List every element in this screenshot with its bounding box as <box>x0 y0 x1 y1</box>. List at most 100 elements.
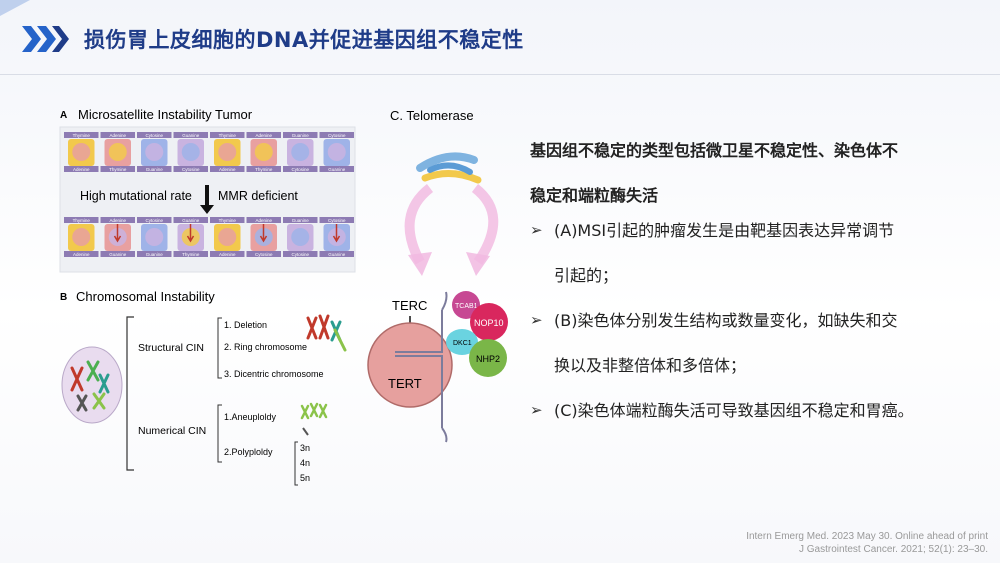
bullet-list: ➢(A)MSI引起的肿瘤发生是由靶基因表达异常调节引起的； ➢ (B)染色体分别发生… <box>530 208 970 433</box>
bullet-arrow-icon: ➢ <box>530 311 543 329</box>
backbone-segment <box>137 217 172 223</box>
nop10-protein <box>470 303 508 341</box>
pair-label: Thymine <box>109 167 127 172</box>
lead-paragraph: 基因组不稳定的类型包括微卫星不稳定性、染色体不 稳定和端粒酶失活 <box>530 128 970 218</box>
dkc1-protein <box>446 329 478 355</box>
bullet-line: (A)MSI引起的肿瘤发生是由靶基因表达异常调节 <box>554 221 895 240</box>
backbone-segment <box>137 251 172 257</box>
mutation-arrow-icon <box>332 224 341 243</box>
backbone-segment <box>210 217 245 223</box>
numerical-cin-label: Numerical CIN <box>138 425 206 437</box>
pair-label: Thymine <box>182 252 200 257</box>
ploidy-5n: 5n <box>300 473 310 483</box>
backbone-segment <box>137 132 172 138</box>
base-label: Guanine <box>182 218 200 223</box>
backbone-segment <box>64 132 99 138</box>
paired-base <box>291 228 310 246</box>
backbone-segment <box>137 166 172 172</box>
backbone-segment <box>100 217 135 223</box>
bullet-line: 换以及非整倍体和多倍体； <box>554 356 747 375</box>
pair-label: Thymine <box>255 167 273 172</box>
paired-base <box>327 143 346 161</box>
ring-chromosome-label: 2. Ring chromosome <box>224 342 307 352</box>
polyploidy-bracket <box>294 441 298 486</box>
base-label: Guanine <box>292 218 310 223</box>
pair-label: Adenine <box>73 167 90 172</box>
backbone-segment <box>319 166 354 172</box>
backbone-segment <box>210 166 245 172</box>
backbone-segment <box>173 166 208 172</box>
left-arrow-head-icon <box>408 252 432 276</box>
chromosome-icon <box>416 152 482 184</box>
backbone-segment <box>283 217 318 223</box>
deletion-label: 1. Deletion <box>224 320 267 330</box>
lead-line-1: 基因组不稳定的类型包括微卫星不稳定性、染色体不 <box>530 141 899 160</box>
citation-line-2: J Gastrointest Cancer. 2021; 52(1): 23–3… <box>799 544 988 555</box>
note-mmr-deficient: MMR deficient <box>218 189 298 203</box>
dna-strand-bottom: ThymineAdenineAdenineGuanineCytosineGuan… <box>64 217 354 257</box>
genome-instability-figure: A Microsatellite Instability Tumor Thymi… <box>59 107 508 486</box>
corner-accent <box>0 0 30 16</box>
paired-base <box>218 143 237 161</box>
backbone-segment <box>100 166 135 172</box>
dicentric-label: 3. Dicentric chromosome <box>224 369 324 379</box>
paired-base <box>145 143 164 161</box>
base-label: Thymine <box>73 218 91 223</box>
paired-base <box>181 143 200 161</box>
base-label: Thymine <box>219 218 237 223</box>
base-label: Thymine <box>219 133 237 138</box>
pair-label: Adenine <box>219 167 236 172</box>
base-label: Cytosine <box>145 133 163 138</box>
cell-nucleus-icon <box>61 346 123 424</box>
pair-label: Cytosine <box>291 167 309 172</box>
paired-base <box>291 143 310 161</box>
rna-loops <box>441 291 448 443</box>
paired-base <box>254 143 273 161</box>
right-arrow-head-icon <box>466 252 490 276</box>
bullet-line: (B)染色体分别发生结构或数量变化，如缺失和交 <box>554 311 898 330</box>
structural-chromosomes-icon <box>306 314 347 352</box>
backbone-segment <box>173 251 208 257</box>
polyploidy-label: 2.Polyploldy <box>224 447 273 457</box>
terc-label: TERC <box>392 298 427 313</box>
backbone-segment <box>210 132 245 138</box>
backbone-segment <box>319 132 354 138</box>
pair-label: Adenine <box>219 252 236 257</box>
base-label: Guanine <box>182 133 200 138</box>
pair-label: Guanine <box>146 252 164 257</box>
pair-label: Adenine <box>73 252 90 257</box>
backbone-segment <box>173 217 208 223</box>
bullet-item: ➢(A)MSI引起的肿瘤发生是由靶基因表达异常调节引起的； <box>530 208 970 298</box>
pair-label: Guanine <box>146 167 164 172</box>
outer-bracket <box>126 316 134 471</box>
dkc1-label: DKC1 <box>453 340 472 347</box>
base-label: Thymine <box>73 133 91 138</box>
mutation-arrow-icon <box>186 224 195 243</box>
bullet-line: 引起的； <box>554 266 619 285</box>
small-chromosome-icon <box>302 427 309 436</box>
backbone-segment <box>64 251 99 257</box>
aneuploidy-label: 1.Aneuploldy <box>224 412 277 422</box>
pair-label: Guanine <box>109 252 127 257</box>
pair-label: Guanine <box>328 252 346 257</box>
numerical-bracket <box>217 404 222 463</box>
ploidy-3n: 3n <box>300 443 310 453</box>
pair-label: Cytosine <box>182 167 200 172</box>
lead-line-2: 稳定和端粒酶失活 <box>530 186 659 205</box>
tcab1-label: TCAB1 <box>455 303 478 310</box>
backbone-segment <box>100 132 135 138</box>
header: 损伤胃上皮细胞的DNA并促进基因组不稳定性 <box>0 0 1000 78</box>
rna-scaffold <box>395 310 443 428</box>
backbone-segment <box>283 132 318 138</box>
backbone-segment <box>100 251 135 257</box>
chevron-logo-icon <box>22 26 69 52</box>
note-mutational-rate: High mutational rate <box>80 189 192 203</box>
panel-a-label: A <box>60 110 67 121</box>
backbone-segment <box>283 166 318 172</box>
panel-a-title: Microsatellite Instability Tumor <box>78 107 253 122</box>
backbone-segment <box>319 217 354 223</box>
base-label: Cytosine <box>328 218 346 223</box>
right-arrow-path <box>471 184 499 265</box>
backbone-segment <box>246 217 281 223</box>
backbone-segment <box>246 132 281 138</box>
